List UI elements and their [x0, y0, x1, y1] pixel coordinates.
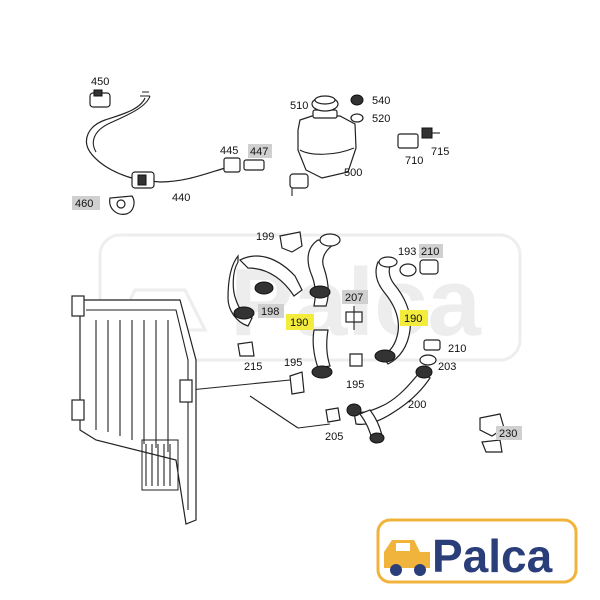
- clamp-195-right: [349, 353, 363, 367]
- label-230: 230: [499, 428, 517, 440]
- label-440: 440: [172, 192, 190, 204]
- label-230-bg: [496, 426, 522, 440]
- label-190-right: 190: [404, 313, 422, 325]
- radiator: [71, 295, 197, 525]
- label-190-left: 190: [290, 317, 308, 329]
- label-210a-bg: [419, 244, 443, 258]
- leader-205-a: [249, 395, 299, 429]
- label-520: 520: [372, 113, 390, 125]
- hose-190-lower: [311, 329, 333, 379]
- label-447: 447: [250, 146, 268, 158]
- clamp-215: [237, 341, 255, 357]
- label-198: 198: [261, 306, 279, 318]
- label-540: 540: [372, 95, 390, 107]
- ring-203: [419, 354, 437, 366]
- part-labels: 450 510 540 520 445 447 710 715 500 460 …: [72, 76, 522, 443]
- label-190b-bg: [400, 310, 428, 326]
- hose-190-upper: [307, 233, 341, 307]
- label-215: 215: [244, 361, 262, 373]
- hose-440: [85, 89, 265, 189]
- clamp-210-top: [419, 259, 439, 275]
- label-193: 193: [398, 246, 416, 258]
- label-445: 445: [220, 145, 238, 157]
- hose-190-right: [374, 256, 411, 365]
- label-199: 199: [256, 231, 274, 243]
- ring-193: [399, 263, 417, 277]
- label-500: 500: [344, 167, 362, 179]
- label-195-left: 195: [284, 357, 302, 369]
- clamp-205: [325, 407, 341, 423]
- label-510: 510: [290, 100, 308, 112]
- leader-195-a: [189, 379, 291, 391]
- label-195-right: 195: [346, 379, 364, 391]
- label-210-bottom: 210: [448, 343, 466, 355]
- label-460: 460: [75, 198, 93, 210]
- clamp-195-left: [289, 371, 305, 395]
- label-203: 203: [438, 361, 456, 373]
- label-710: 710: [405, 155, 423, 167]
- leader-205-b: [297, 423, 331, 429]
- label-207-bg: [342, 290, 368, 304]
- label-450: 450: [91, 76, 109, 88]
- label-207: 207: [345, 292, 363, 304]
- clip-199: [279, 231, 303, 253]
- clip-460: [109, 195, 135, 215]
- clamp-210-bottom: [423, 339, 441, 351]
- label-447-bg: [248, 144, 272, 158]
- label-190a-bg: [286, 314, 314, 330]
- expansion-tank-500: [289, 94, 440, 196]
- label-200: 200: [408, 399, 426, 411]
- palca-logo: Palca: [376, 518, 578, 584]
- connector-207: [345, 306, 363, 330]
- label-210-top: 210: [421, 246, 439, 258]
- label-198-bg: [258, 304, 284, 318]
- label-205: 205: [325, 431, 343, 443]
- label-460-bg: [72, 196, 100, 210]
- hose-198: [227, 254, 303, 327]
- logo-text: Palca: [432, 530, 553, 582]
- logo-frame: [376, 518, 578, 584]
- hose-200: [346, 365, 433, 444]
- label-715: 715: [431, 146, 449, 158]
- car-icon: [384, 540, 430, 576]
